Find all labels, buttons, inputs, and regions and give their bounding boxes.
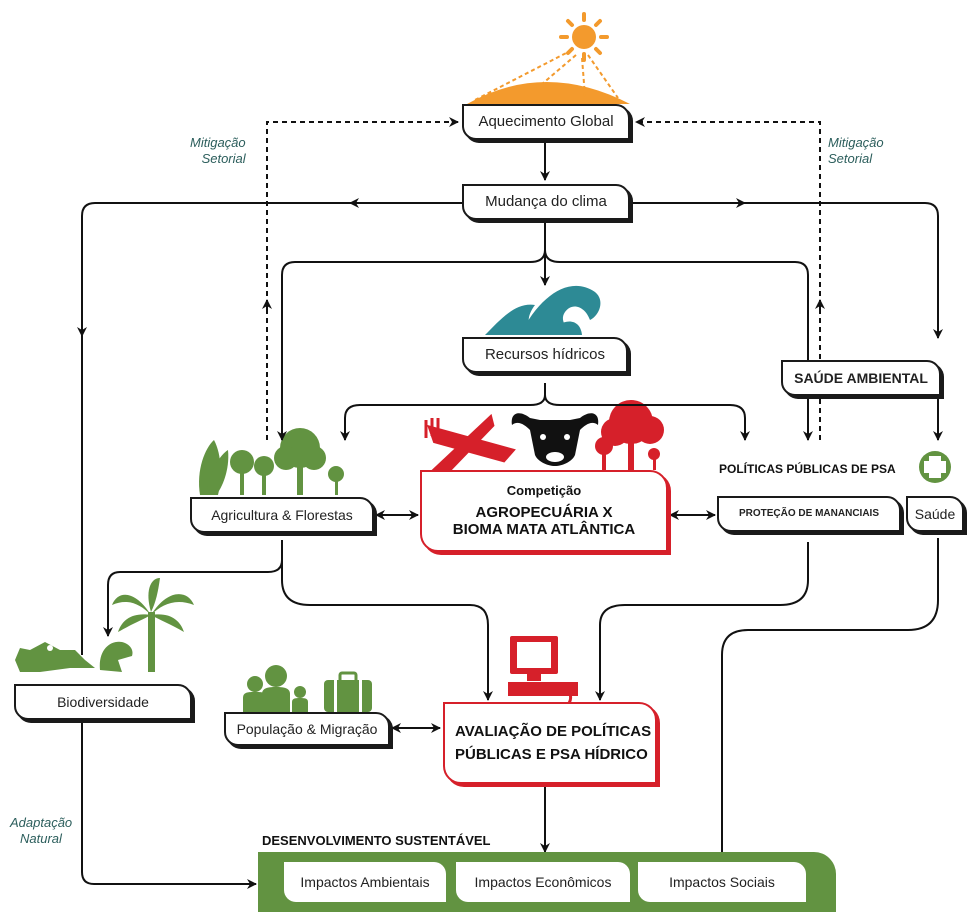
note-adaptacao-natural: Adaptação Natural	[10, 815, 72, 846]
impact-ambientais: Impactos Ambientais	[284, 862, 446, 902]
impact-economicos: Impactos Econômicos	[456, 862, 630, 902]
note-line: Setorial	[828, 150, 873, 166]
note-line: Adaptação	[10, 815, 73, 830]
computer-icon	[508, 636, 578, 708]
node-label: Agricultura & Florestas	[211, 506, 353, 523]
node-label: SAÚDE AMBIENTAL	[794, 369, 928, 386]
note-line: Mitigação	[828, 135, 884, 150]
node-mudanca-clima: Mudança do clima	[462, 184, 630, 220]
node-biodiversidade: Biodiversidade	[14, 684, 192, 720]
node-recursos-hidricos: Recursos hídricos	[462, 337, 628, 373]
note-line: Mitigação	[190, 135, 246, 150]
node-label: PROTEÇÃO DE MANANCIAIS	[738, 508, 879, 520]
note-mitigacao-left: Mitigação Setorial	[190, 135, 246, 166]
competicao-line1: AGROPECUÁRIA X	[475, 503, 613, 521]
note-line: Natural	[20, 830, 62, 846]
red-trees-icon	[595, 400, 664, 470]
plants-icon	[199, 428, 344, 495]
node-label: Mudança do clima	[485, 193, 607, 211]
node-populacao-migracao: População & Migração	[224, 712, 390, 746]
competicao-line2: BIOMA MATA ATLÂNTICA	[452, 520, 636, 538]
competicao-title: Competição	[506, 482, 582, 498]
avaliacao-line2: PÚBLICAS E PSA HÍDRICO	[455, 746, 648, 763]
node-label: Biodiversidade	[57, 693, 149, 710]
node-avaliacao-politicas: AVALIAÇÃO DE POLÍTICAS PÚBLICAS E PSA HÍ…	[443, 702, 657, 784]
node-agricultura-florestas: Agricultura & Florestas	[190, 497, 374, 533]
node-saude: Saúde	[906, 496, 964, 532]
node-protecao-mananciais: PROTEÇÃO DE MANANCIAIS	[717, 496, 901, 532]
crocodile-icon	[15, 642, 95, 672]
avaliacao-line1: AVALIAÇÃO DE POLÍTICAS	[455, 722, 652, 740]
suitcase-icon	[324, 671, 372, 712]
node-label: Saúde	[914, 505, 956, 522]
node-label: População & Migração	[236, 720, 378, 737]
people-icon	[243, 665, 308, 712]
note-line: Setorial	[201, 150, 246, 166]
impact-sociais: Impactos Sociais	[638, 862, 806, 902]
health-cross-icon	[919, 451, 951, 483]
desenvolvimento-heading: DESENVOLVIMENTO SUSTENTÁVEL	[262, 833, 491, 848]
note-mitigacao-right: Mitigação Setorial	[828, 135, 884, 166]
node-competicao: Competição AGROPECUÁRIA X BIOMA MATA ATL…	[420, 470, 668, 552]
node-saude-ambiental: SAÚDE AMBIENTAL	[781, 360, 941, 396]
sun-icon	[467, 12, 630, 104]
bull-head-icon	[511, 413, 599, 466]
fork-knife-icon	[424, 413, 516, 482]
node-aquecimento-global: Aquecimento Global	[462, 104, 630, 140]
politicas-publicas-label: POLÍTICAS PÚBLICAS DE PSA	[719, 462, 896, 476]
bird-icon	[99, 641, 133, 672]
node-label: Aquecimento Global	[478, 113, 614, 131]
palm-tree-icon	[112, 578, 194, 672]
wave-icon	[485, 285, 601, 335]
node-label: Recursos hídricos	[484, 346, 606, 364]
